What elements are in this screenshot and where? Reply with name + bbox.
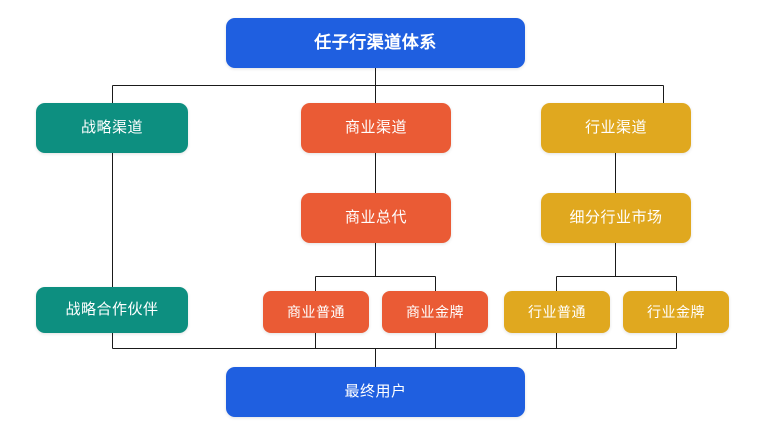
node-end-user[interactable]: 最终用户	[226, 367, 525, 417]
node-commercial-normal[interactable]: 商业普通	[263, 291, 369, 333]
node-commercial-channel[interactable]: 商业渠道	[301, 103, 451, 153]
node-root[interactable]: 任子行渠道体系	[226, 18, 525, 68]
node-industry-segment-market[interactable]: 细分行业市场	[541, 193, 691, 243]
node-strategic-partner[interactable]: 战略合作伙伴	[36, 287, 188, 333]
node-commercial-general-agent[interactable]: 商业总代	[301, 193, 451, 243]
node-strategic-channel[interactable]: 战略渠道	[36, 103, 188, 153]
node-commercial-gold[interactable]: 商业金牌	[382, 291, 488, 333]
node-industry-gold[interactable]: 行业金牌	[623, 291, 729, 333]
node-industry-normal[interactable]: 行业普通	[504, 291, 610, 333]
node-industry-channel[interactable]: 行业渠道	[541, 103, 691, 153]
